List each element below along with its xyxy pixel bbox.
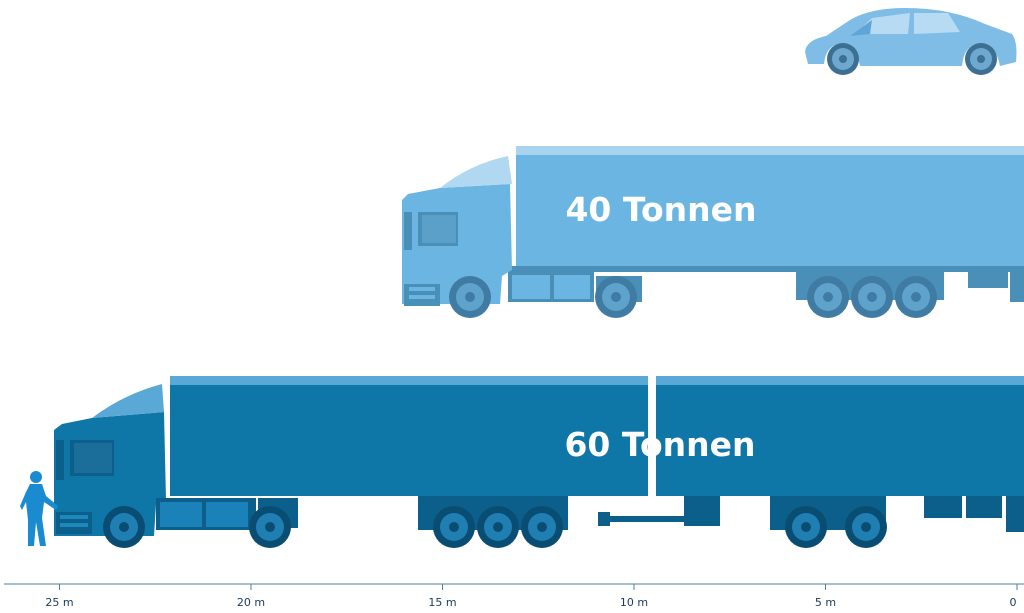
scale-tick-label: 0 [1010, 596, 1017, 609]
truck-40t-wheel [851, 276, 893, 318]
scale-tick-label: 20 m [237, 596, 265, 609]
truck-60t: 60 Tonnen [54, 376, 1024, 548]
car-wheel [965, 43, 997, 75]
truck-40t-trailer [516, 146, 1024, 268]
car-wheel [827, 43, 859, 75]
truck-60t-wheel [103, 506, 145, 548]
truck-60t-wheel [785, 506, 827, 548]
truck-40t-wheel [895, 276, 937, 318]
truck-40t-wheel [595, 276, 637, 318]
scale-tick-label: 15 m [428, 596, 456, 609]
car [805, 8, 1017, 75]
truck-40t-wheel [807, 276, 849, 318]
truck-60t-label: 60 Tonnen [564, 425, 755, 464]
scale-tick-label: 25 m [45, 596, 73, 609]
person-figure [20, 471, 58, 546]
length-scale: 25 m 20 m 15 m 10 m 5 m 0 [4, 583, 1024, 609]
truck-60t-wheel [249, 506, 291, 548]
scale-tick-label: 10 m [620, 596, 648, 609]
truck-60t-trailer-front [170, 376, 648, 496]
truck-40t-wheel [449, 276, 491, 318]
truck-60t-wheel [521, 506, 563, 548]
truck-60t-wheel [845, 506, 887, 548]
truck-60t-wheel [433, 506, 475, 548]
truck-60t-trailer-rear [656, 376, 1024, 496]
truck-40t: 40 Tonnen [402, 146, 1024, 318]
truck-60t-wheel [477, 506, 519, 548]
scale-ticks: 25 m 20 m 15 m 10 m 5 m 0 [45, 584, 1018, 609]
truck-40t-label: 40 Tonnen [565, 190, 756, 229]
scale-tick-label: 5 m [815, 596, 836, 609]
